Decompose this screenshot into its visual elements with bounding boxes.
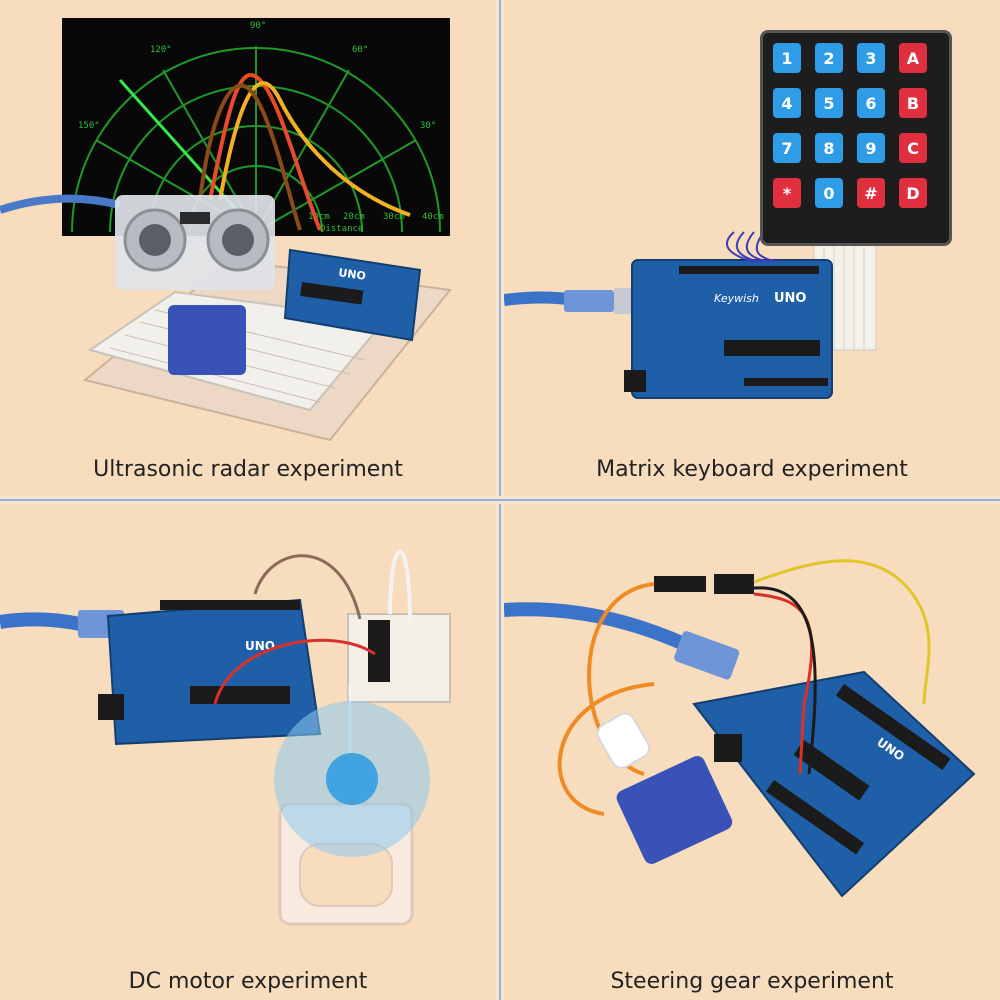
caption-servo: Steering gear experiment xyxy=(610,969,894,994)
servo-horn xyxy=(596,712,650,769)
key-hash[interactable]: # xyxy=(857,178,885,208)
radar-distance-40: 40cm xyxy=(422,212,444,222)
arduino-board xyxy=(631,259,833,399)
key-d[interactable]: D xyxy=(899,178,927,208)
servo-panel: UNO Steering gear experiment xyxy=(504,504,1000,1000)
radar-distance-30: 30cm xyxy=(383,212,405,222)
servo-motor xyxy=(168,305,246,375)
board-brand-label: Keywish xyxy=(714,292,759,305)
key-1[interactable]: 1 xyxy=(773,43,801,73)
key-8[interactable]: 8 xyxy=(815,133,843,163)
radar-angle-90: 90° xyxy=(250,21,266,31)
radar-panel: 90° 120° 60° 150° 30° 10cm 20cm 30cm 40c… xyxy=(0,0,496,496)
arduino-board-2 xyxy=(106,598,322,746)
board-model-label-2: UNO xyxy=(774,291,807,306)
key-7[interactable]: 7 xyxy=(773,133,801,163)
caption-keyboard: Matrix keyboard experiment xyxy=(596,457,908,482)
motor-driver-module xyxy=(347,613,451,703)
radar-angle-60: 60° xyxy=(352,45,368,55)
radar-footer-label: Distance xyxy=(320,224,363,234)
radar-illustration: 90° 120° 60° 150° 30° 10cm 20cm 30cm 40c… xyxy=(0,18,452,442)
key-5[interactable]: 5 xyxy=(815,88,843,118)
key-4[interactable]: 4 xyxy=(773,88,801,118)
key-3[interactable]: 3 xyxy=(857,43,885,73)
key-9[interactable]: 9 xyxy=(857,133,885,163)
radar-angle-150: 150° xyxy=(78,121,100,131)
radar-angle-120: 120° xyxy=(150,45,172,55)
horizontal-divider xyxy=(0,496,1000,504)
radar-distance-10: 10cm xyxy=(308,212,330,222)
servo-motor-2 xyxy=(616,756,733,864)
keyboard-panel: UNO Keywish 1 2 3 A 4 5 6 B 7 8 9 C * 0 … xyxy=(504,0,1000,496)
key-c[interactable]: C xyxy=(899,133,927,163)
key-b[interactable]: B xyxy=(899,88,927,118)
key-6[interactable]: 6 xyxy=(857,88,885,118)
key-2[interactable]: 2 xyxy=(815,43,843,73)
keyboard-illustration: UNO Keywish xyxy=(504,231,877,399)
key-a[interactable]: A xyxy=(899,43,927,73)
matrix-keypad: 1 2 3 A 4 5 6 B 7 8 9 C * 0 # D xyxy=(760,30,952,246)
caption-motor: DC motor experiment xyxy=(128,969,368,994)
caption-radar: Ultrasonic radar experiment xyxy=(93,457,403,482)
servo-illustration: UNO xyxy=(504,559,976,898)
board-model-label: UNO xyxy=(338,266,367,283)
motor-illustration: UNO xyxy=(0,549,451,926)
motor-panel: UNO DC motor experiment xyxy=(0,504,496,1000)
key-star[interactable]: * xyxy=(773,178,801,208)
radar-distance-20: 20cm xyxy=(343,212,365,222)
motor-hub xyxy=(326,753,378,805)
arduino-board-3 xyxy=(692,670,976,898)
key-0[interactable]: 0 xyxy=(815,178,843,208)
radar-angle-30: 30° xyxy=(420,121,436,131)
